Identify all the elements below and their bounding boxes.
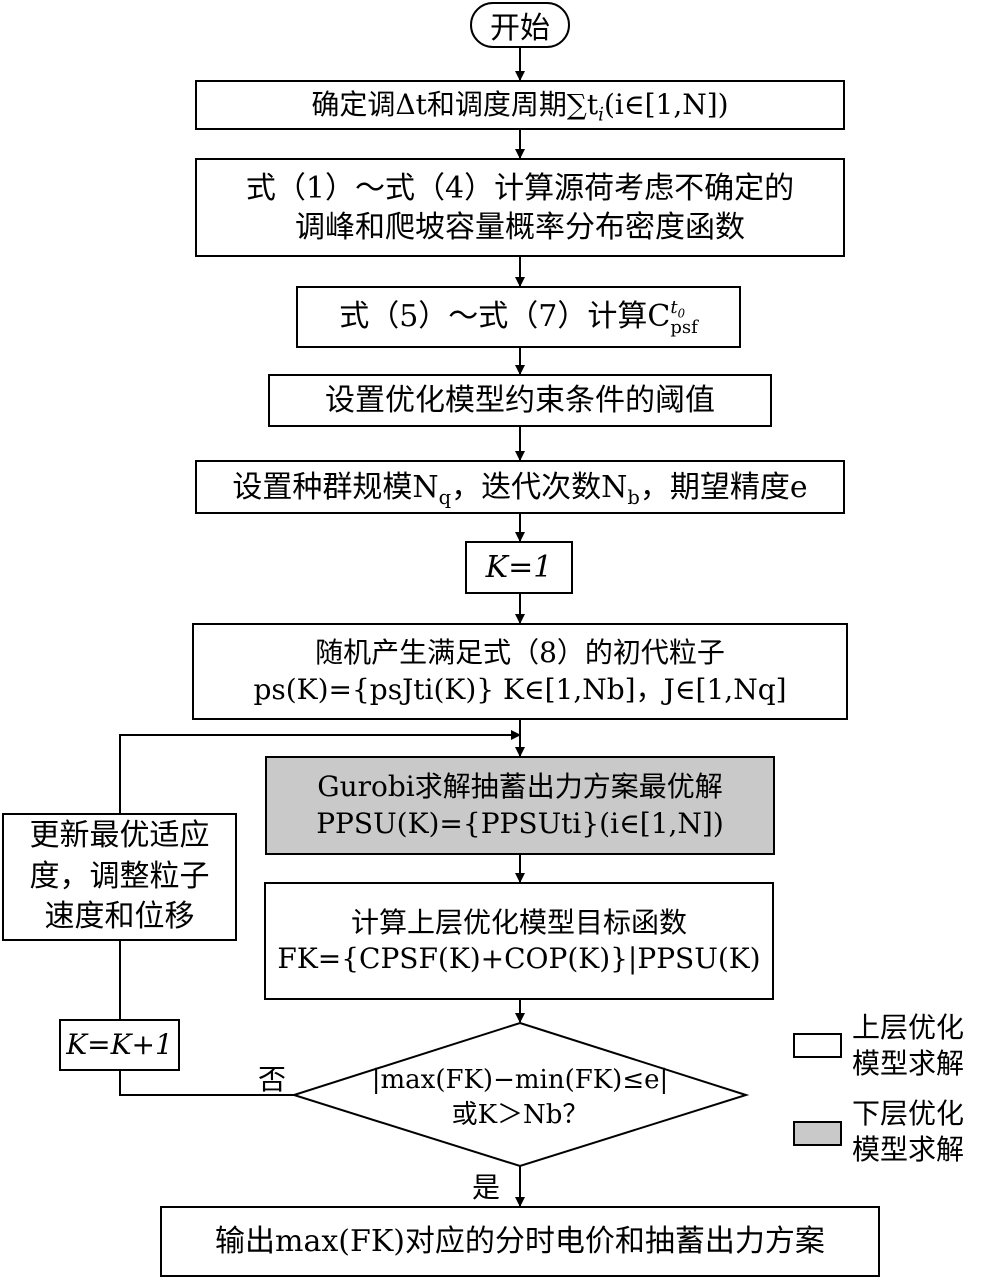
update-line2: 度，调整粒子 — [29, 858, 210, 894]
step6-text: K=1 — [485, 550, 553, 585]
step4-box: 设置优化模型约束条件的阈值 — [268, 374, 772, 427]
legend-upper-line1: 上层优化 — [852, 1011, 965, 1044]
step7-box: 随机产生满足式（8）的初代粒子 ps(K)={psJti(K)} K∈[1,Nb… — [192, 623, 848, 720]
step5-part-b: ，迭代次数N — [451, 469, 628, 505]
decision-text: |max(FK)−min(FK)≤e| 或K＞Nb？ — [330, 1058, 710, 1138]
start-terminal: 开始 — [470, 2, 570, 48]
step9-box: 计算上层优化模型目标函数 FK={CPSF(K)+COP(K)}|PPSU(K) — [264, 882, 774, 1000]
step3-sup: t0 — [670, 296, 686, 321]
step1-tail: (i∈[1,N]) — [603, 87, 729, 121]
update-line3: 速度和位移 — [44, 899, 195, 935]
step9-line2: FK={CPSF(K)+COP(K)}|PPSU(K) — [277, 942, 761, 975]
yes-label: 是 — [472, 1171, 501, 1204]
increment-box: K=K+1 — [59, 1019, 180, 1071]
increment-text: K=K+1 — [66, 1027, 173, 1061]
step5-text: 设置种群规模Nq，迭代次数Nb，期望精度e — [232, 469, 808, 509]
update-box: 更新最优适应 度，调整粒子 速度和位移 — [2, 813, 237, 941]
step9-line1: 计算上层优化模型目标函数 — [350, 905, 687, 939]
loop-update-to-step8 — [119, 730, 521, 813]
step7-line2: ps(K)={psJti(K)} K∈[1,Nb]，J∈[1,Nq] — [253, 672, 787, 706]
legend-upper-swatch — [793, 1033, 842, 1058]
step3-sub: psf — [670, 316, 698, 338]
step1-text: 确定调Δt和调度周期∑ti(i∈[1,N]) — [311, 87, 729, 126]
start-label: 开始 — [490, 11, 550, 46]
legend-upper-line2: 模型求解 — [852, 1047, 965, 1081]
step4-text: 设置优化模型约束条件的阈值 — [325, 383, 715, 418]
legend-lower-line1: 下层优化 — [852, 1097, 965, 1130]
output-text: 输出max(FK)对应的分时电价和抽蓄出力方案 — [215, 1224, 825, 1259]
step6-box: K=1 — [465, 541, 573, 594]
step5-part-c: ，期望精度e — [639, 469, 808, 505]
step7-line1: 随机产生满足式（8）的初代粒子 — [315, 636, 725, 670]
step2-line1: 式（1）～式（4）计算源荷考虑不确定的 — [245, 170, 795, 206]
step1-label: 确定调Δt和调度周期∑t — [311, 87, 599, 121]
legend-lower-line2: 模型求解 — [852, 1133, 965, 1167]
step8-line2: PPSU(K)={PPSUti}(i∈[1,N]) — [316, 806, 724, 840]
step2-line2: 调峰和爬坡容量概率分布密度函数 — [295, 209, 745, 245]
decision-line2: 或K＞Nb？ — [451, 1100, 589, 1130]
decision-diamond — [290, 1021, 750, 1168]
step5-box: 设置种群规模Nq，迭代次数Nb，期望精度e — [195, 460, 845, 514]
step8-box: Gurobi求解抽蓄出力方案最优解 PPSU(K)={PPSUti}(i∈[1,… — [265, 756, 775, 855]
step2-box: 式（1）～式（4）计算源荷考虑不确定的 调峰和爬坡容量概率分布密度函数 — [195, 158, 845, 257]
loop-no-to-increment — [119, 1071, 294, 1096]
step8-line1: Gurobi求解抽蓄出力方案最优解 — [317, 770, 723, 804]
step1-box: 确定调Δt和调度周期∑ti(i∈[1,N]) — [195, 80, 845, 130]
legend-lower-label: 下层优化 模型求解 — [852, 1096, 964, 1169]
decision-line1: |max(FK)−min(FK)≤e| — [371, 1064, 669, 1095]
step3-label: 式（5）～式（7）计算C — [339, 298, 671, 334]
update-line1: 更新最优适应 — [29, 818, 210, 854]
legend-lower-swatch — [793, 1121, 842, 1146]
legend-upper-label: 上层优化 模型求解 — [852, 1010, 964, 1083]
no-label: 否 — [258, 1063, 287, 1096]
output-box: 输出max(FK)对应的分时电价和抽蓄出力方案 — [160, 1206, 880, 1277]
step5-part-a: 设置种群规模N — [232, 469, 439, 505]
